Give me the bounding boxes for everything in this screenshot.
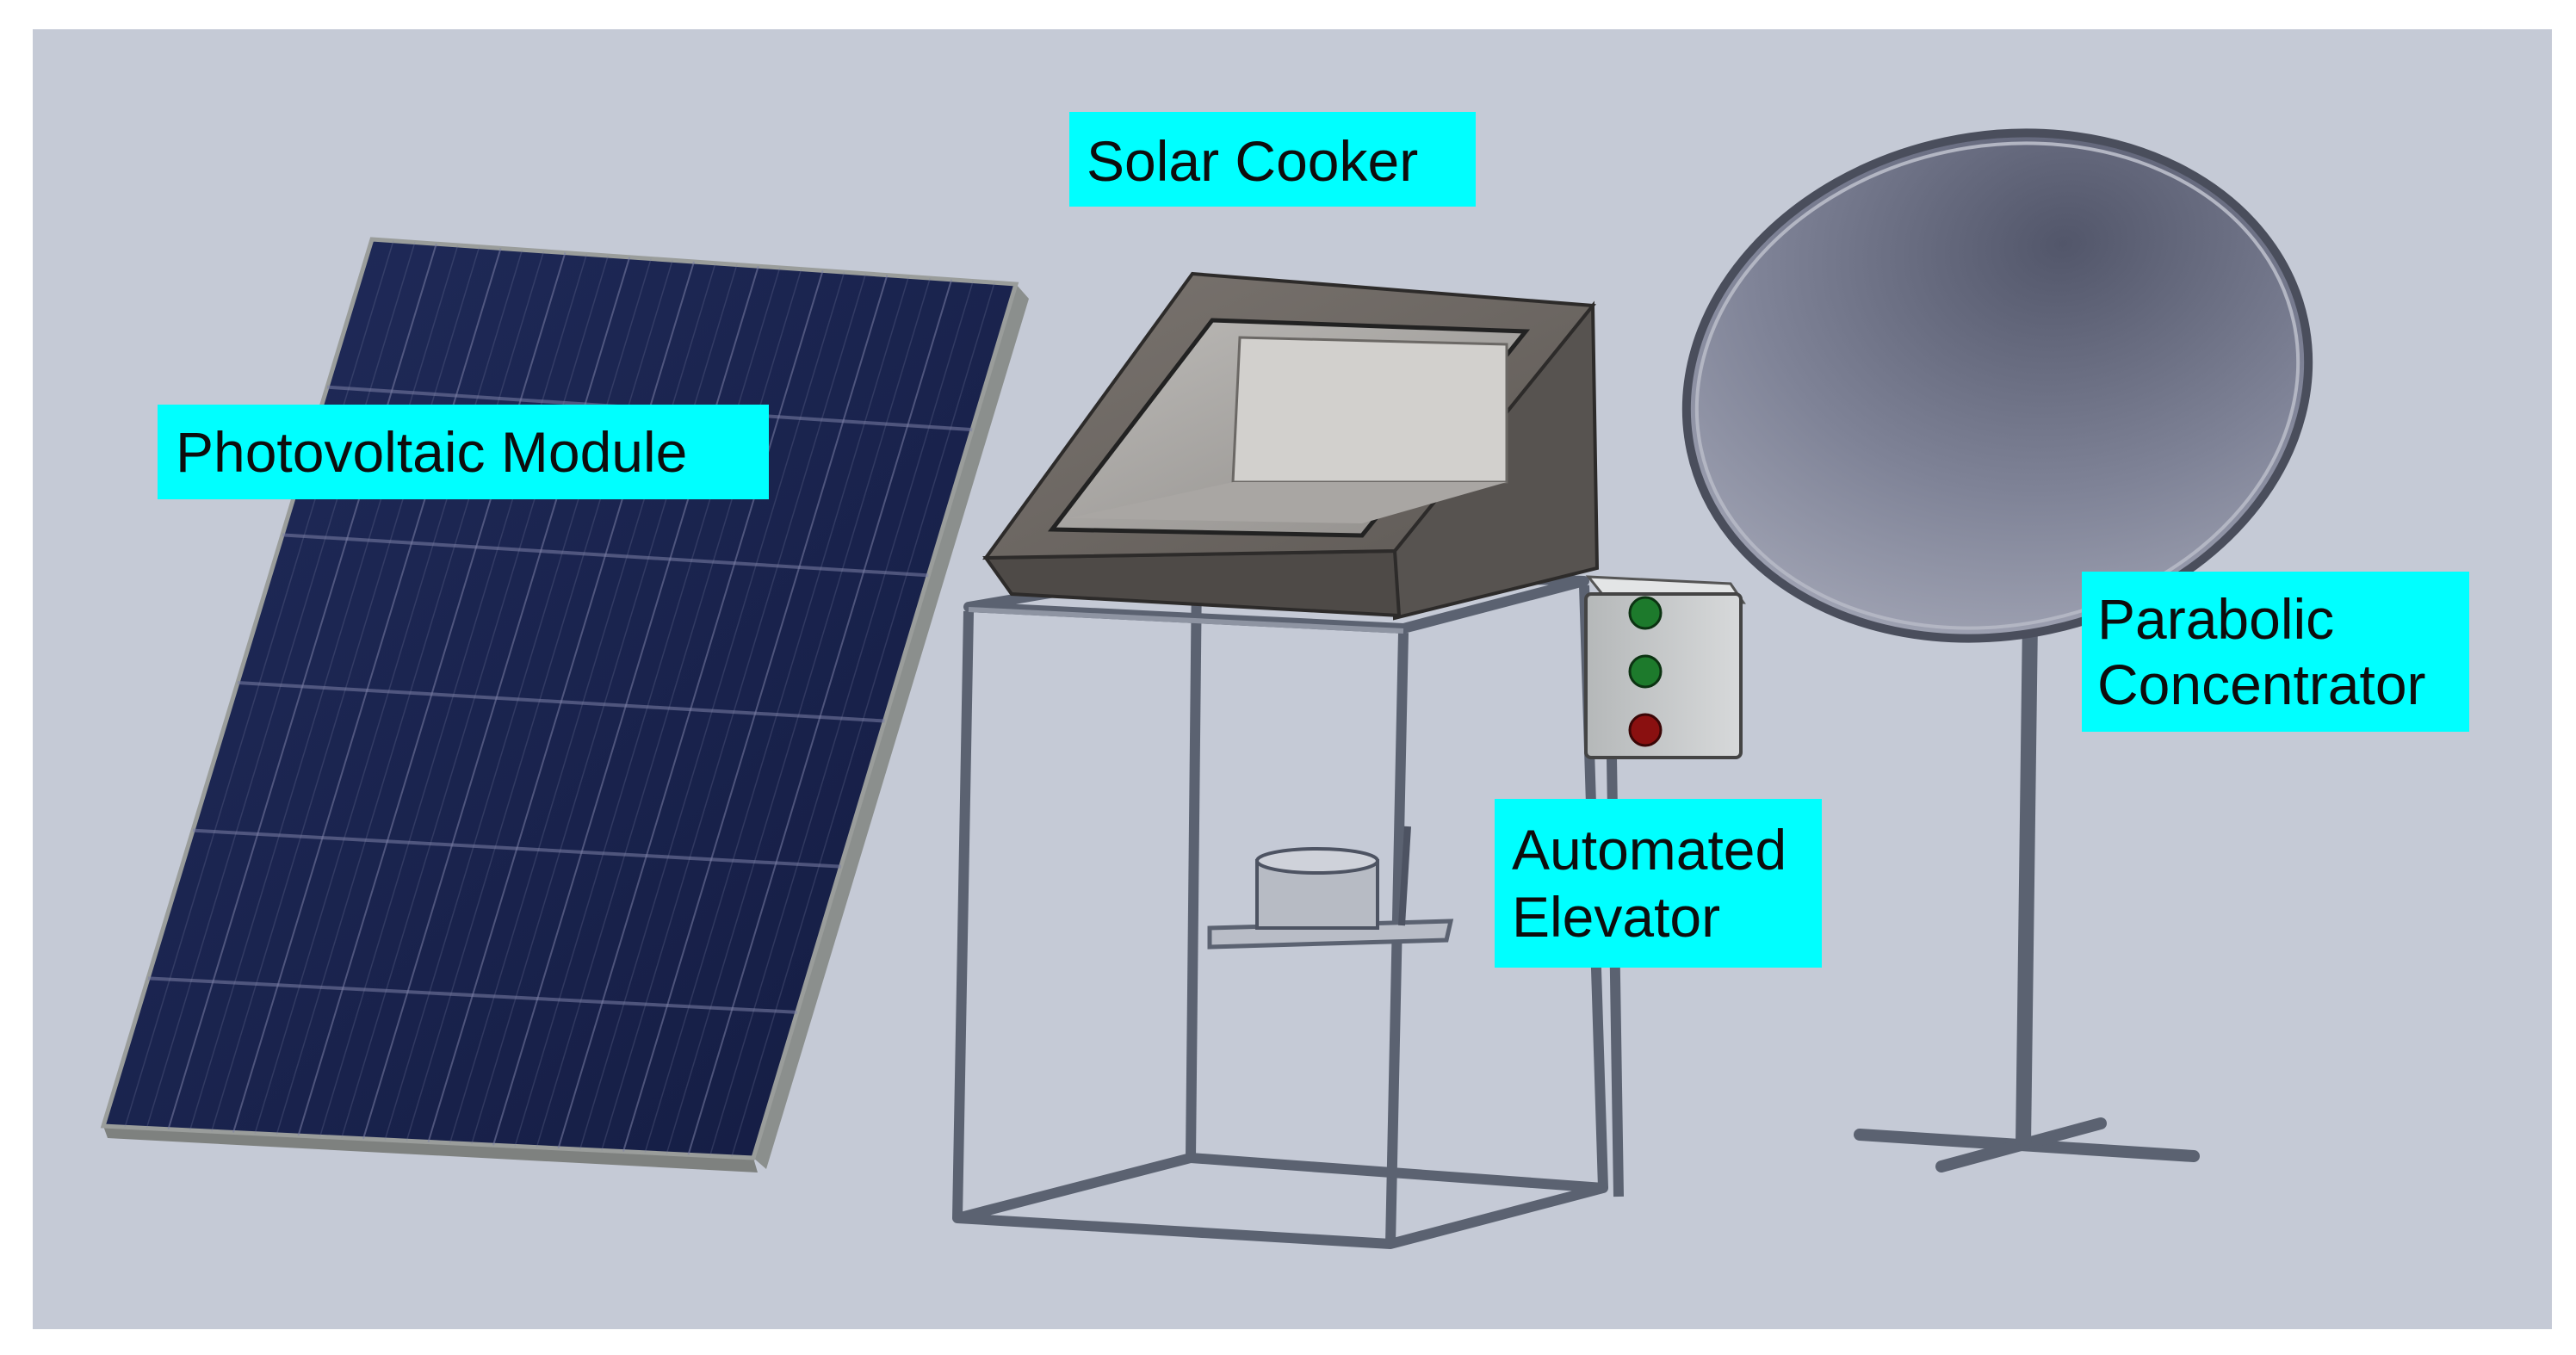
green-indicator-lamp-2 (1628, 654, 1663, 689)
label-solar-cooker: Solar Cooker (1069, 112, 1476, 207)
pv-cell-busbar-line (319, 254, 588, 1137)
stand-back-left-leg (1186, 572, 1202, 1159)
label-text-parabolic-concentrator-line-1: Parabolic (2097, 587, 2334, 651)
pv-cell-busbar-line (709, 281, 974, 1156)
dish-rim-highlight (1694, 141, 2300, 630)
label-text-parabolic-concentrator-line-2: Concentrator (2097, 653, 2426, 716)
pv-cell-busbar-line (644, 276, 910, 1154)
pv-cell-busbar-line (124, 240, 394, 1128)
pv-cell-row-line (192, 828, 841, 869)
pv-cell-row-line (282, 533, 929, 578)
control-box-body (1584, 592, 1743, 759)
label-parabolic-concentrator: Parabolic Concentrator (2082, 572, 2469, 732)
pv-frame-bottom (103, 1126, 758, 1172)
pv-cell-row-line (237, 681, 885, 723)
dish-pole (2016, 619, 2038, 1146)
pv-cell-busbar-line (211, 246, 480, 1132)
pv-cell-row-line (147, 976, 797, 1014)
pv-cell-busbar-line (146, 242, 416, 1129)
pv-cell-busbar-line (731, 282, 995, 1157)
label-text-automated-elevator-line-2: Elevator (1512, 885, 1720, 949)
pv-cell-busbar-line (189, 244, 459, 1131)
cooking-pot-rim (1255, 847, 1379, 875)
pv-frame-side (753, 284, 1029, 1169)
label-text-automated-elevator-line-1: Automated (1512, 818, 1786, 882)
red-indicator-lamp (1628, 713, 1663, 747)
label-box-automated-elevator (1495, 799, 1822, 968)
pv-cell-busbar-line (601, 273, 867, 1151)
cooker-inner-floor (1068, 482, 1507, 523)
green-indicator-lamp-1 (1628, 596, 1663, 630)
label-box-solar-cooker (1069, 112, 1476, 207)
parabolic-concentrator (1681, 128, 2313, 1172)
dish-reflector (1681, 128, 2313, 643)
elevator-control-box (1584, 575, 1746, 1197)
pv-cell-busbar-line (666, 277, 931, 1154)
label-box-photovoltaic-module (158, 405, 769, 499)
pv-cell-busbar-line (254, 249, 523, 1134)
label-photovoltaic-module: Photovoltaic Module (158, 405, 769, 499)
dish-base-bar-2 (1935, 1117, 2107, 1172)
pv-cell-busbar-line (276, 251, 545, 1135)
cooker-inner-cavity (1231, 336, 1508, 484)
elevator-rod (1398, 826, 1411, 926)
pv-cell-busbar-line (579, 271, 845, 1150)
label-automated-elevator: Automated Elevator (1495, 799, 1822, 968)
stand-bottom-frame (952, 1153, 1608, 1249)
label-text-solar-cooker: Solar Cooker (1087, 129, 1418, 193)
label-box-parabolic-concentrator (2082, 572, 2469, 732)
stand-top-highlight (968, 607, 1404, 634)
solar-cooker-box (982, 271, 1600, 621)
elevator-platform (1207, 826, 1454, 950)
stand-front-left-leg (952, 610, 974, 1219)
pv-cell-busbar-line (341, 255, 609, 1138)
label-text-photovoltaic-module: Photovoltaic Module (176, 420, 687, 484)
